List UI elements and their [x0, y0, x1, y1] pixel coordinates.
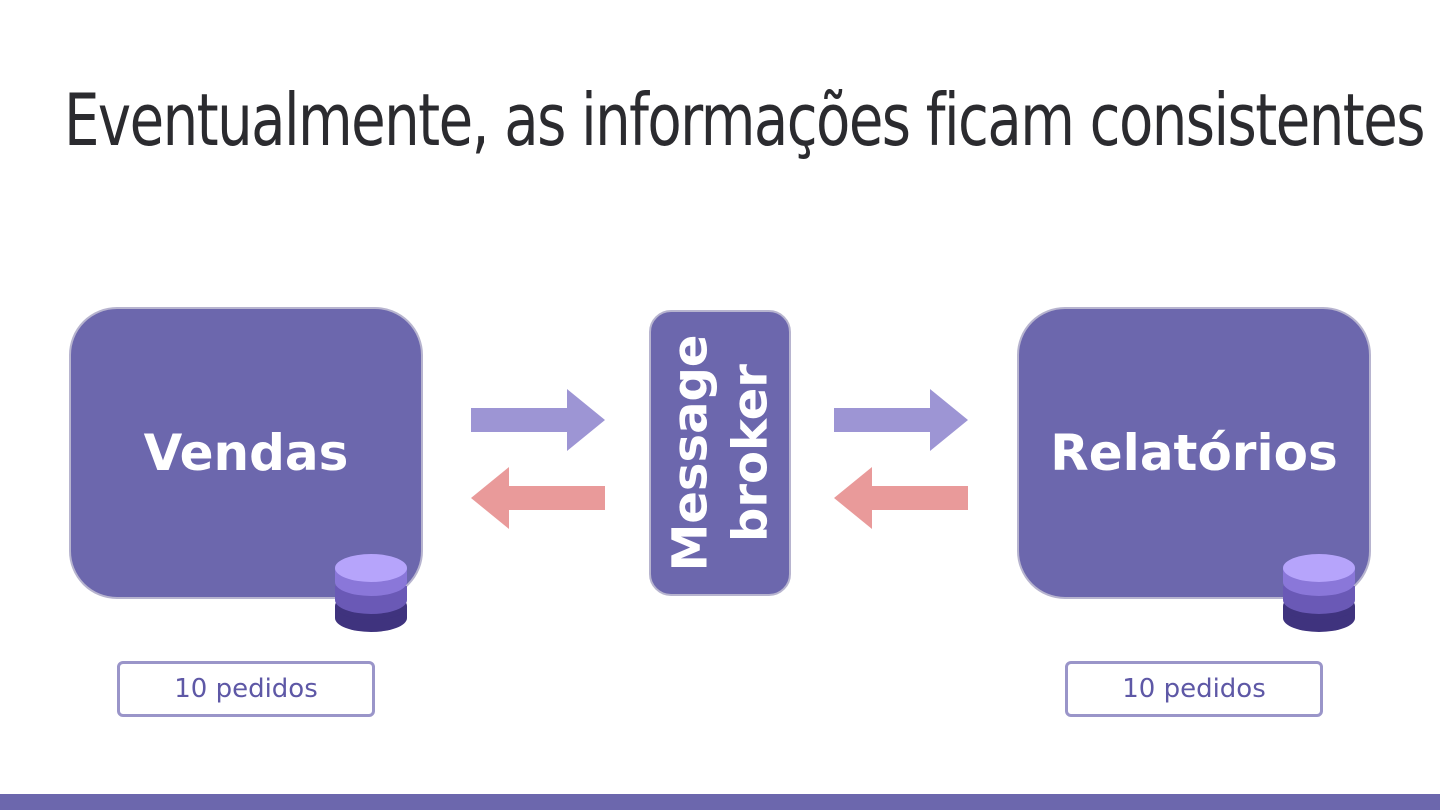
relatorios-count-label: 10 pedidos	[1065, 661, 1323, 717]
relatorios-label: Relatórios	[1050, 424, 1338, 482]
database-icon	[335, 554, 407, 632]
broker-label-line2: broker	[722, 364, 779, 542]
broker-label-line1: Message	[662, 334, 719, 572]
arrow-right-icon	[471, 389, 605, 451]
vendas-count-label: 10 pedidos	[117, 661, 375, 717]
message-broker-label: Message broker	[660, 335, 780, 572]
arrow-right-icon	[834, 389, 968, 451]
relatorios-service-box: Relatórios	[1017, 307, 1371, 599]
arrow-left-icon	[471, 467, 605, 529]
slide-title: Eventualmente, as informações ficam cons…	[64, 78, 1425, 162]
vendas-service-box: Vendas	[69, 307, 423, 599]
arrow-left-icon	[834, 467, 968, 529]
database-icon	[1283, 554, 1355, 632]
message-broker-box: Message broker	[649, 310, 791, 596]
footer-bar	[0, 794, 1440, 810]
vendas-label: Vendas	[143, 424, 349, 482]
